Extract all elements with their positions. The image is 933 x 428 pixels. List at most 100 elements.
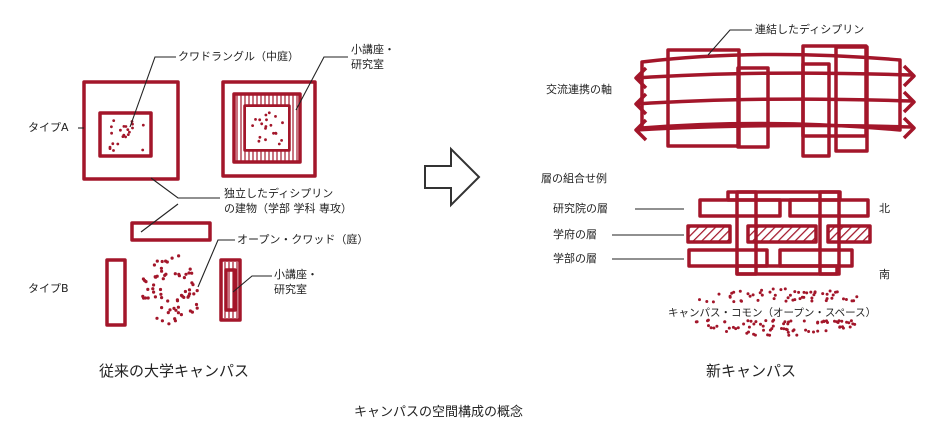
commons-dot bbox=[786, 296, 790, 300]
label-small-lecture-b-line2: 研究室 bbox=[274, 283, 307, 296]
commons-dot bbox=[734, 327, 738, 331]
open-quad-dot bbox=[159, 266, 163, 270]
commons-dot bbox=[711, 300, 715, 304]
commons-dot bbox=[853, 322, 857, 326]
open-quad-dot bbox=[184, 272, 188, 276]
dot-fields bbox=[108, 111, 859, 337]
leader-open-quad bbox=[197, 239, 235, 288]
commons-dot bbox=[742, 322, 746, 326]
label-independent-line2: の建物（学部 学科 専攻） bbox=[224, 202, 352, 215]
commons-dot bbox=[706, 319, 709, 323]
commons-dot bbox=[738, 289, 742, 293]
commons-dot bbox=[748, 294, 752, 298]
commons-dot bbox=[840, 319, 844, 323]
linked-block-1 bbox=[666, 48, 741, 148]
label-independent-line1: 独立したディシプリン bbox=[224, 187, 334, 200]
open-quad-dot bbox=[167, 322, 171, 326]
leader-linked bbox=[707, 29, 752, 56]
commons-dot bbox=[810, 296, 814, 300]
quad-dot bbox=[131, 126, 134, 130]
commons-dot bbox=[834, 290, 837, 294]
commons-dot bbox=[812, 330, 815, 334]
commons-dot bbox=[786, 330, 790, 334]
type-a-lab-inner-fill bbox=[246, 107, 288, 149]
open-quad-dot bbox=[187, 288, 192, 292]
commons-dot bbox=[782, 327, 786, 331]
commons-dot bbox=[772, 297, 776, 301]
axis-arrow-bottom bbox=[635, 116, 916, 140]
open-quad-dot bbox=[152, 290, 156, 294]
label-faculty-layer: 学部の層 bbox=[553, 252, 597, 265]
label-grad-layer: 研究院の層 bbox=[553, 202, 608, 215]
quad-dot bbox=[141, 123, 145, 127]
linked-discipline-band bbox=[640, 52, 902, 132]
commons-dot bbox=[770, 327, 774, 331]
quad-dot bbox=[112, 119, 116, 122]
open-quad-dot bbox=[183, 289, 187, 294]
commons-dot bbox=[739, 299, 743, 303]
open-quad-dot bbox=[160, 296, 164, 300]
label-open-quad: オープン・クワッド（庭） bbox=[237, 233, 369, 246]
commons-dot bbox=[773, 293, 777, 297]
commons-dot bbox=[745, 331, 749, 335]
lab-dot bbox=[280, 139, 283, 142]
commons-dot bbox=[783, 320, 787, 324]
open-quad-dot bbox=[173, 272, 177, 276]
open-quad-dot bbox=[160, 319, 164, 323]
commons-dot bbox=[831, 293, 835, 297]
open-quad-dot bbox=[160, 306, 164, 310]
lab-dot bbox=[265, 118, 268, 122]
quad-dot bbox=[119, 128, 122, 132]
school-layer-block-3 bbox=[826, 224, 872, 244]
commons-dot bbox=[761, 324, 765, 328]
open-quad-dot bbox=[141, 294, 145, 298]
open-quad-dot bbox=[190, 310, 194, 314]
commons-dot bbox=[842, 297, 845, 301]
commons-dot bbox=[698, 298, 701, 302]
commons-dot bbox=[712, 326, 716, 330]
commons-dot bbox=[821, 292, 825, 296]
leader-type-b-lab bbox=[232, 275, 272, 293]
commons-dot bbox=[813, 290, 817, 294]
quad-dot bbox=[116, 142, 120, 146]
commons-dot bbox=[810, 299, 814, 303]
lab-dot bbox=[269, 123, 273, 127]
commons-dot bbox=[754, 320, 758, 324]
commons-dot bbox=[749, 319, 753, 323]
type-a-lab-outer bbox=[221, 80, 317, 178]
commons-dot bbox=[760, 288, 764, 292]
quad-dot bbox=[122, 125, 126, 128]
commons-dot bbox=[809, 290, 813, 294]
open-quad-dot bbox=[188, 292, 192, 296]
open-quad-dot bbox=[155, 316, 159, 320]
commons-dot bbox=[768, 333, 772, 337]
label-south: 南 bbox=[879, 268, 890, 281]
commons-dot bbox=[705, 300, 709, 303]
lab-dot bbox=[272, 131, 275, 135]
commons-dot bbox=[837, 319, 841, 323]
quad-dot bbox=[111, 142, 115, 146]
commons-dot bbox=[728, 294, 732, 298]
label-small-lecture-a-line2: 研究室 bbox=[351, 58, 384, 71]
commons-dot bbox=[787, 333, 791, 337]
lab-dot bbox=[254, 118, 257, 121]
commons-dot bbox=[805, 291, 809, 295]
open-quad-dot bbox=[160, 269, 164, 273]
layer-bottom-bar bbox=[735, 264, 839, 276]
commons-dot bbox=[746, 319, 750, 323]
open-quad-dot bbox=[187, 271, 191, 275]
open-quad-dot bbox=[176, 305, 180, 309]
quad-dot bbox=[121, 135, 125, 139]
commons-dot bbox=[848, 325, 852, 329]
commons-dot bbox=[764, 319, 768, 323]
commons-dot bbox=[762, 328, 765, 332]
linked-block-4 bbox=[801, 62, 831, 158]
commons-dot bbox=[804, 328, 808, 332]
open-quad-dot bbox=[168, 308, 172, 312]
commons-dot bbox=[760, 293, 764, 297]
label-exchange-axis: 交流連携の軸 bbox=[546, 83, 612, 96]
commons-dot bbox=[824, 329, 828, 333]
open-quad-dot bbox=[194, 302, 199, 307]
commons-dot bbox=[792, 328, 796, 332]
label-layers-example: 層の組合せ例 bbox=[541, 172, 607, 185]
